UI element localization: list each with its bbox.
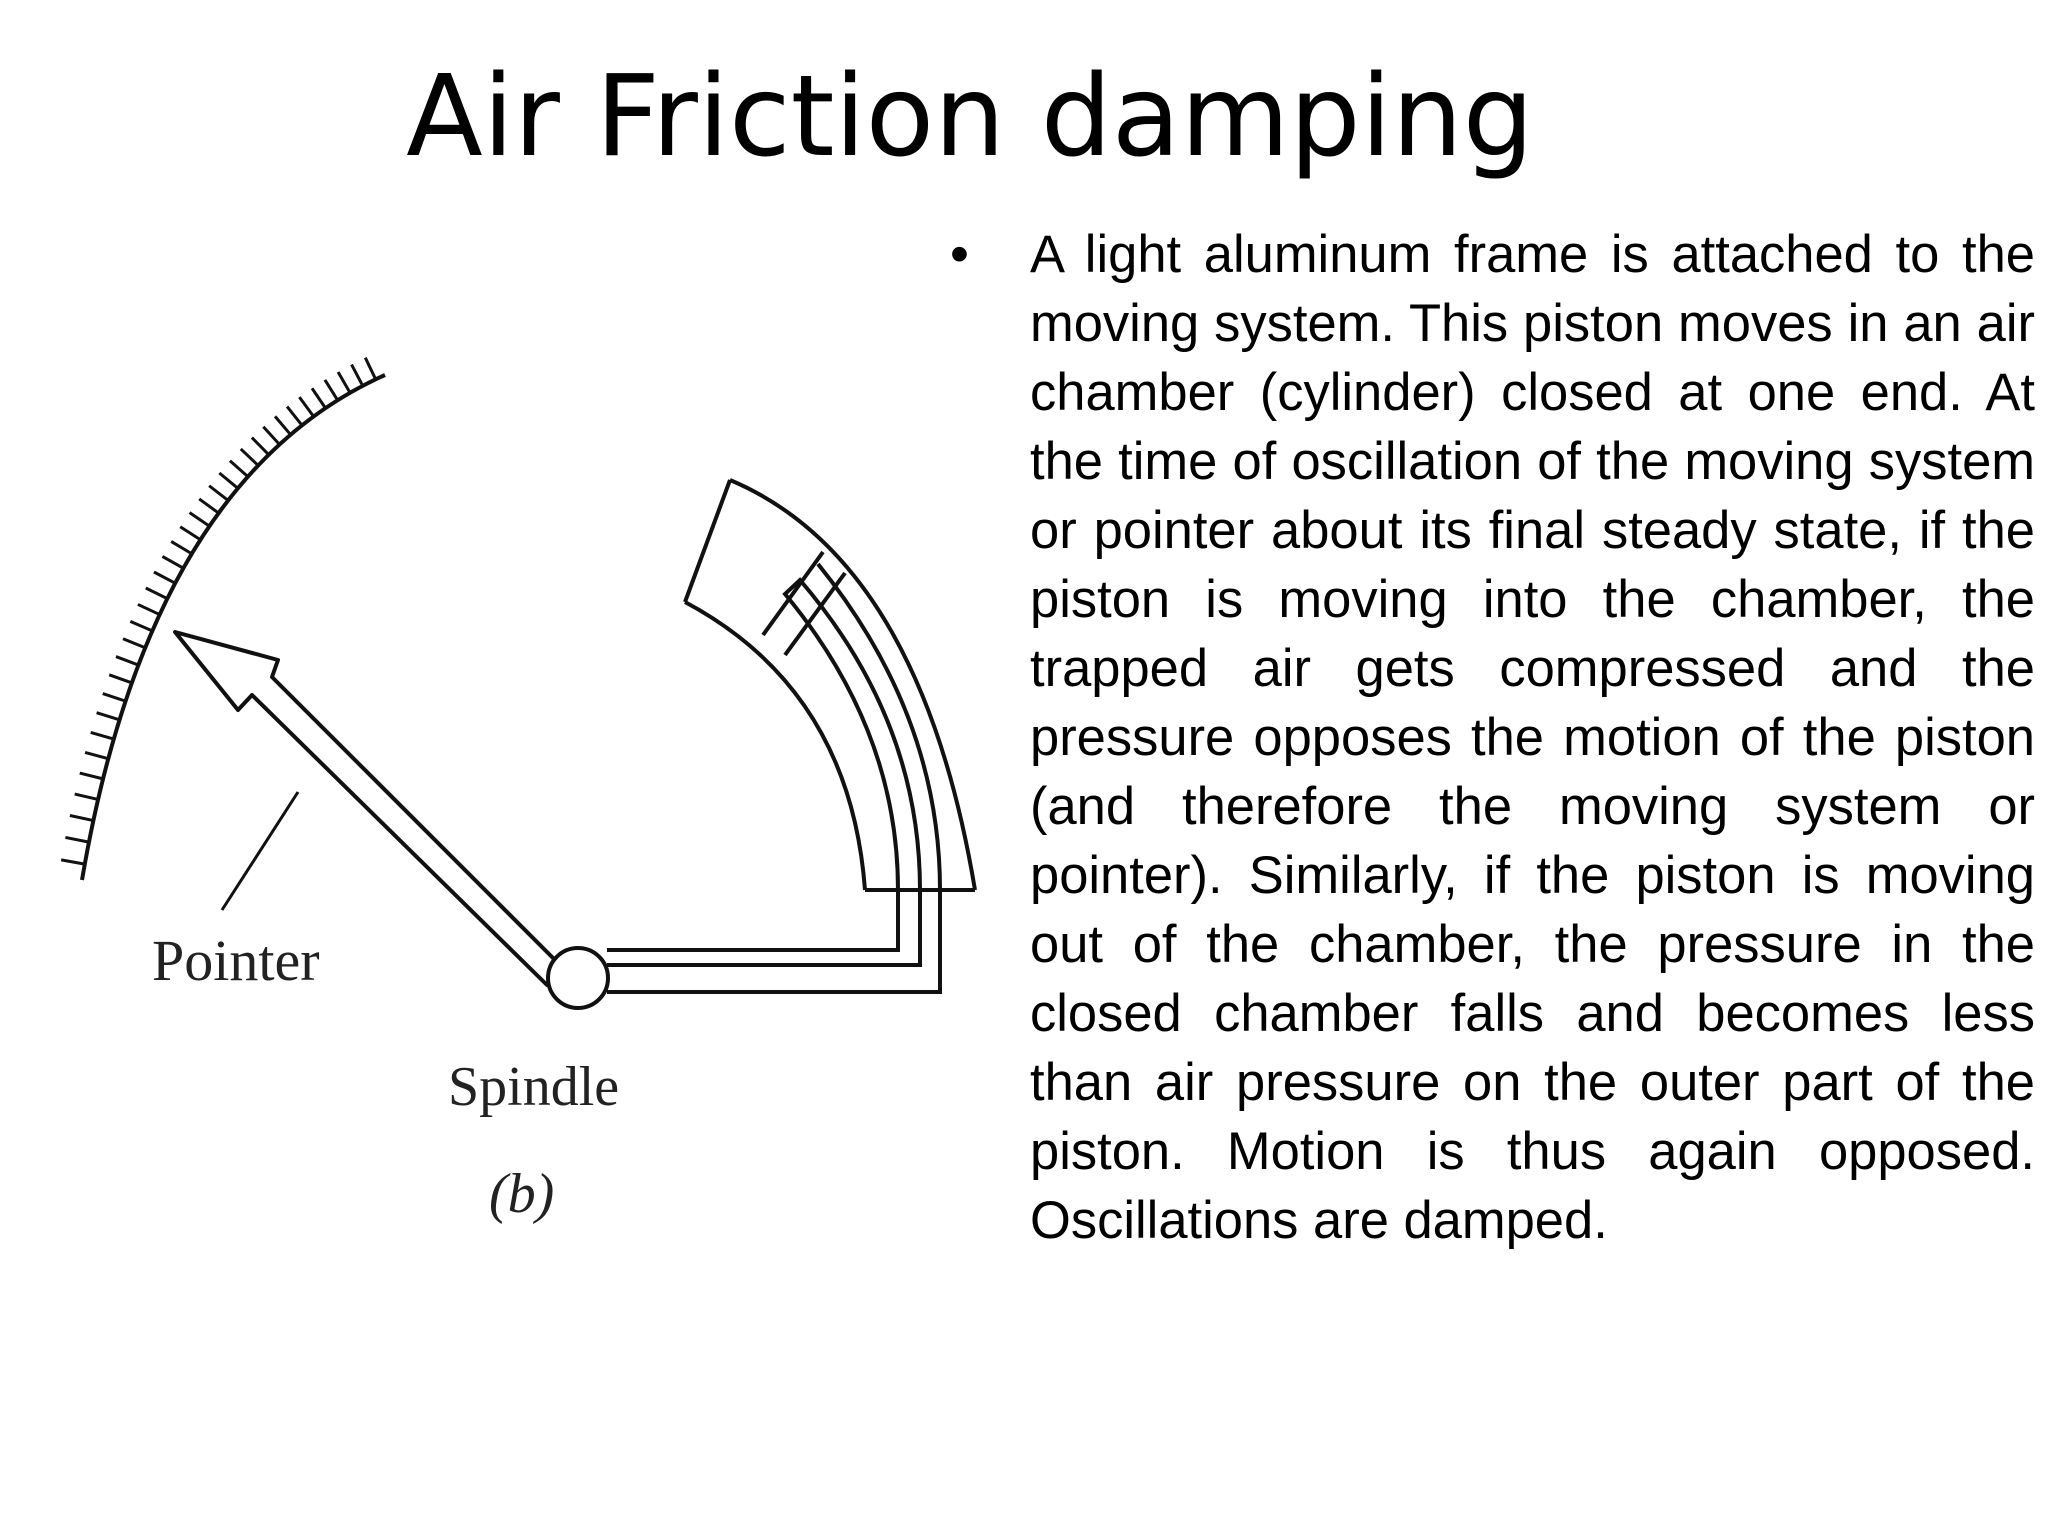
connecting-arm — [607, 562, 942, 994]
figure-label: (b) — [489, 1163, 554, 1225]
scale-tick — [79, 771, 104, 781]
scale-tick — [74, 792, 99, 801]
pointer-label: Pointer — [152, 928, 320, 993]
pointer-leader-line — [220, 791, 300, 911]
air-chamber — [683, 478, 977, 892]
scale-arc — [80, 373, 386, 881]
scale-tick — [153, 570, 176, 585]
scale-tick — [363, 357, 378, 380]
scale-tick — [188, 511, 211, 528]
scale-ticks — [60, 357, 378, 866]
scale-tick — [228, 459, 249, 478]
scale-tick — [161, 555, 185, 570]
scale-tick — [310, 387, 327, 409]
scale-tick — [218, 471, 239, 490]
scale-tick — [350, 363, 365, 387]
scale-tick — [69, 814, 94, 823]
scale-tick — [115, 655, 139, 667]
air-friction-damping-diagram: Pointer Spindle (b) — [40, 330, 1000, 1270]
scale-tick — [250, 436, 270, 456]
scale-tick — [129, 619, 153, 633]
scale-tick — [262, 425, 281, 446]
scale-tick — [198, 497, 220, 515]
bullet-paragraph: A light aluminum frame is attached to th… — [1030, 225, 2035, 1250]
spindle-label: Spindle — [448, 1056, 619, 1118]
scale-tick — [179, 525, 202, 541]
slide-title: Air Friction damping — [406, 52, 1534, 182]
scale-tick — [84, 751, 109, 761]
bullet-icon: • — [950, 224, 969, 284]
scale-tick — [208, 484, 230, 502]
content-bullet: • A light aluminum frame is attached to … — [950, 220, 2035, 1255]
piston — [761, 550, 847, 657]
scale-tick — [90, 730, 115, 741]
scale-tick — [137, 603, 161, 616]
scale-tick — [273, 415, 292, 436]
scale-tick — [298, 396, 315, 418]
spindle-circle — [546, 946, 610, 1010]
scale-tick — [96, 711, 120, 722]
scale-tick — [145, 586, 168, 600]
scale-tick — [323, 379, 339, 402]
scale-tick — [285, 405, 304, 427]
scale-tick — [170, 540, 193, 556]
scale-tick — [122, 637, 146, 650]
scale-tick — [239, 447, 260, 467]
scale-tick — [102, 692, 127, 703]
diagram-svg: Pointer Spindle (b) — [60, 357, 977, 1225]
scale-tick — [60, 858, 86, 866]
scale-tick — [108, 673, 133, 685]
scale-tick — [336, 371, 352, 394]
scale-tick — [65, 835, 90, 844]
